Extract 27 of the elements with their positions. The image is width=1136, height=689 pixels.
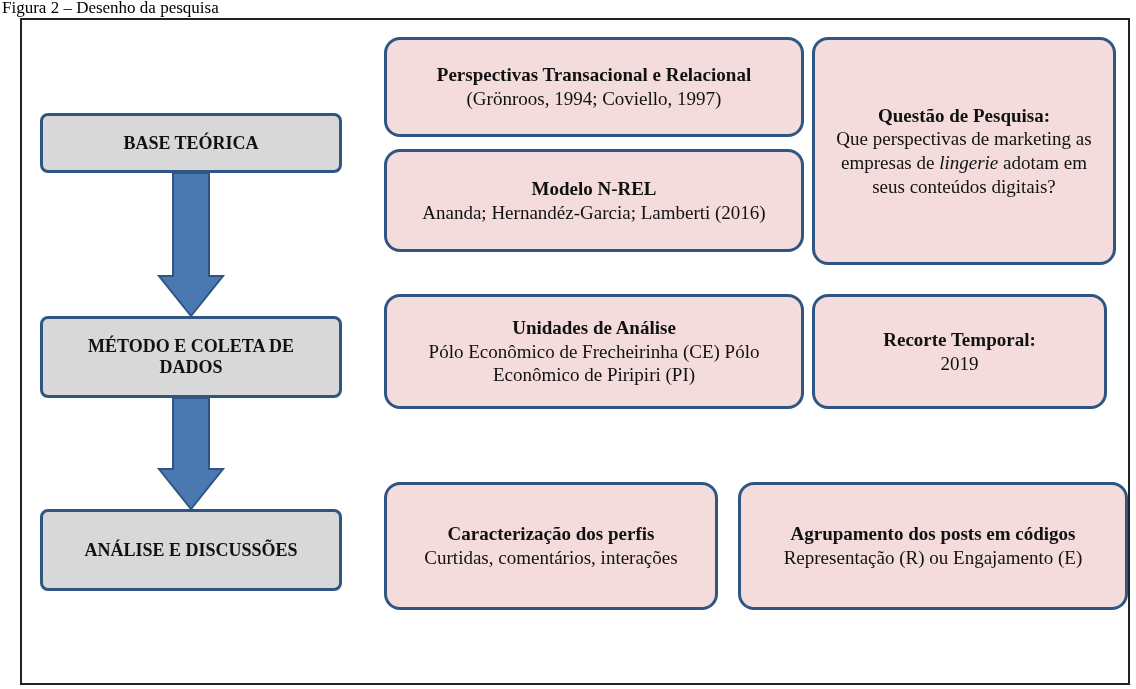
box-text: Que perspectivas de marketing as empresas de lingerie adotam em seus conteúdos digitais? — [835, 127, 1093, 199]
content-box — [384, 294, 804, 409]
box-text: Representação (R) ou Engajamento (E) — [783, 546, 1083, 570]
box-heading: Unidades de Análise — [512, 315, 676, 340]
box-heading: Modelo N-REL — [531, 176, 657, 201]
content-box — [384, 149, 804, 252]
figure-title: Figura 2 – Desenho da pesquisa — [2, 0, 219, 18]
content-box — [384, 37, 804, 137]
box-text: 2019 — [940, 351, 979, 376]
content-box — [812, 294, 1107, 409]
box-heading: Perspectivas Transacional e Relacional — [436, 63, 752, 87]
stage-box: ANÁLISE E DISCUSSÕES — [40, 509, 342, 591]
content-box — [738, 482, 1128, 610]
content-box — [384, 482, 718, 610]
stage-box: MÉTODO E COLETA DE DADOS — [40, 316, 342, 398]
box-heading: Caracterização dos perfis — [447, 522, 655, 546]
down-arrow — [156, 397, 226, 511]
down-arrow — [156, 172, 226, 318]
box-heading: Agrupamento dos posts em códigos — [790, 522, 1076, 546]
stage-box: BASE TEÓRICA — [40, 113, 342, 173]
box-text: Curtidas, comentários, interações — [424, 546, 678, 570]
content-box — [812, 37, 1116, 265]
box-text: (Grönroos, 1994; Coviello, 1997) — [466, 87, 722, 111]
box-heading: Recorte Temporal: — [883, 327, 1036, 352]
box-heading: Questão de Pesquisa: — [877, 103, 1051, 128]
box-text: Pólo Econômico de Frecheirinha (CE) Pólo Econômico de Piripiri (PI) — [427, 339, 761, 388]
box-text: Ananda; Hernandéz-Garcia; Lamberti (2016) — [422, 200, 766, 225]
